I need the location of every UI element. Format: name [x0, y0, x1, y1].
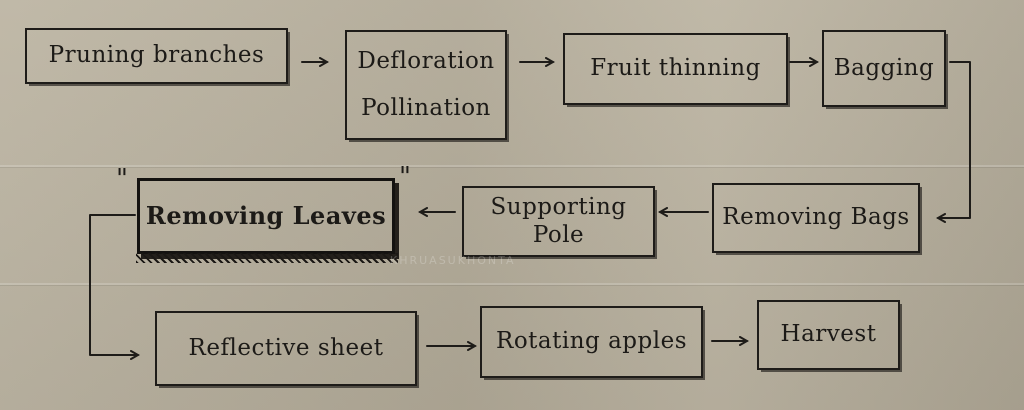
step-label: Removing Bags: [722, 204, 910, 231]
step-label: Harvest: [780, 321, 877, 348]
step-reflective-sheet: Reflective sheet: [155, 311, 417, 386]
quote-mark-close: ": [399, 162, 411, 192]
step-label: Removing Leaves: [145, 200, 387, 230]
step-label: Pruning branches: [48, 42, 265, 69]
step-removing-bags: Removing Bags: [712, 183, 920, 253]
step-bagging: Bagging: [822, 30, 946, 107]
paper-fold-line: [0, 283, 1024, 285]
step-label: Rotating apples: [496, 328, 687, 355]
step-defloration-pollination: Defloration Pollination: [345, 30, 507, 140]
step-harvest: Harvest: [757, 300, 900, 370]
step-label: Reflective sheet: [188, 334, 384, 361]
step-label: Fruit thinning: [590, 55, 761, 82]
step-label-line2: Pollination: [361, 94, 491, 121]
step-label: Bagging: [833, 54, 935, 81]
step-removing-leaves: Removing Leaves: [137, 178, 395, 254]
step-label-line1: Defloration: [357, 47, 495, 74]
arrow-bagging-to-removing-bags: [938, 61, 971, 218]
step-pruning-branches: Pruning branches: [25, 28, 288, 84]
step-supporting-pole: Supporting Pole: [462, 186, 655, 257]
quote-mark-open: ": [116, 164, 128, 194]
emphasis-hatching: [136, 253, 398, 263]
step-label: Supporting Pole: [490, 193, 627, 248]
arrow-removing-leaves-to-reflective-sheet: [89, 214, 138, 355]
step-fruit-thinning: Fruit thinning: [563, 33, 788, 105]
watermark-text: KHRUASUKHONTA: [390, 254, 516, 267]
paper-fold-line: [0, 165, 1024, 167]
step-rotating-apples: Rotating apples: [480, 306, 703, 378]
